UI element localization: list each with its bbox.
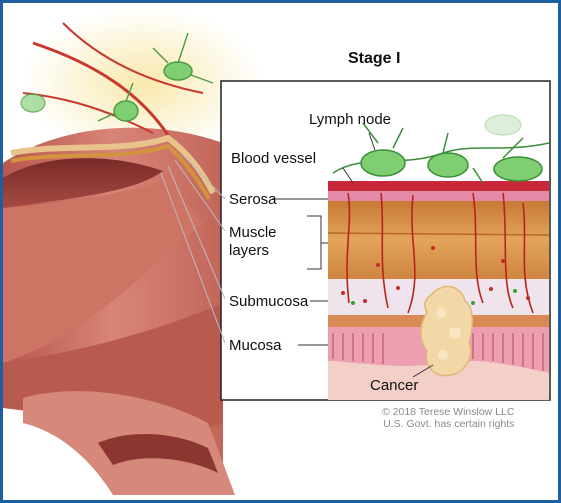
label-cancer: Cancer [370,377,418,394]
tumor [421,286,472,375]
stage-title: Stage I [348,50,400,68]
label-serosa: Serosa [229,191,277,208]
copyright-notice: © 2018 Terese Winslow LLC U.S. Govt. has… [382,406,514,430]
copyright-line-2: U.S. Govt. has certain rights [382,418,514,430]
label-lymph-node: Lymph node [309,111,391,128]
wall-cross-section [328,181,549,400]
label-submucosa: Submucosa [229,293,308,310]
label-blood-vessel: Blood vessel [231,150,316,167]
copyright-line-1: © 2018 Terese Winslow LLC [382,406,514,418]
label-muscle-layers-1: Muscle [229,224,277,241]
label-mucosa: Mucosa [229,337,282,354]
label-muscle-layers-2: layers [229,242,269,259]
